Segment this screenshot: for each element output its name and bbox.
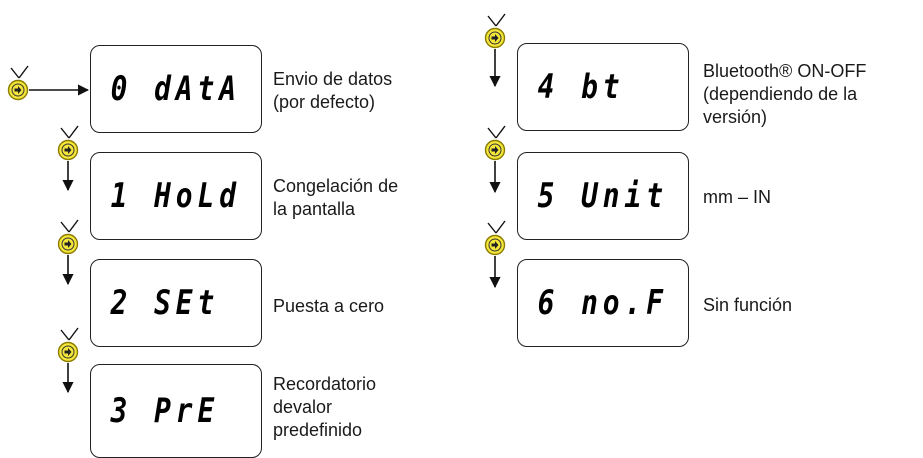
- lcd-display-0: 0 dAtA: [90, 45, 262, 133]
- lcd-text-2: 2 SEt: [110, 283, 220, 323]
- lcd-text-6: 6 no.F: [537, 283, 668, 323]
- lcd-display-4: 4 bt: [517, 43, 689, 131]
- mode-button-icon: [484, 13, 506, 49]
- description-3: Recordatorio devalor predefinido: [273, 374, 377, 440]
- lcd-display-3: 3 PrE: [90, 364, 262, 458]
- description-5: mm – IN: [703, 187, 772, 207]
- mode-button-icon: [484, 220, 506, 256]
- mode-button-icon: [484, 125, 506, 161]
- mode-button-icon: [57, 219, 79, 255]
- lcd-text-4: 4 bt: [537, 67, 625, 107]
- lcd-display-6: 6 no.F: [517, 259, 689, 347]
- mode-button-icon: [57, 327, 79, 363]
- lcd-display-1: 1 HoLd: [90, 152, 262, 240]
- description-4: Bluetooth® ON-OFF (dependiendo de la ver…: [703, 61, 867, 127]
- lcd-text-1: 1 HoLd: [110, 176, 241, 216]
- description-6: Sin función: [703, 295, 793, 315]
- description-2: Puesta a cero: [273, 296, 385, 316]
- description-0: Envio de datos (por defecto): [273, 69, 393, 112]
- lcd-text-3: 3 PrE: [110, 391, 220, 431]
- description-1: Congelación de la pantalla: [273, 176, 399, 219]
- lcd-display-5: 5 Unit: [517, 152, 689, 240]
- lcd-display-2: 2 SEt: [90, 259, 262, 347]
- lcd-text-5: 5 Unit: [537, 176, 668, 216]
- mode-button-icon: [7, 65, 29, 101]
- mode-button-icon: [57, 125, 79, 161]
- lcd-text-0: 0 dAtA: [110, 69, 241, 109]
